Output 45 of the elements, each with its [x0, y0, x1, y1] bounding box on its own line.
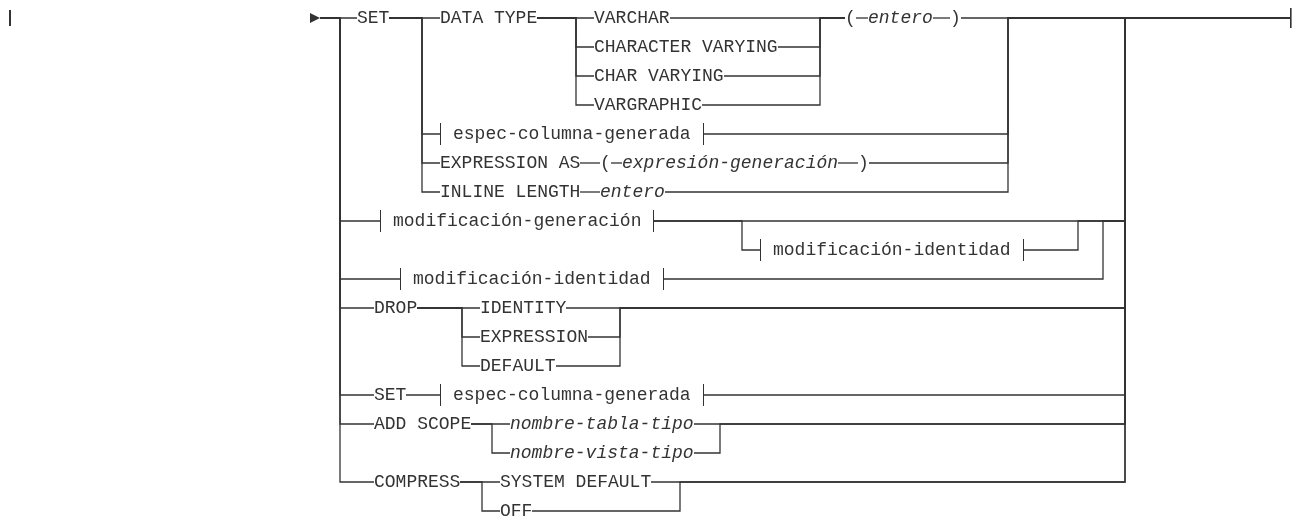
- syntax-fragment-reference: espec-columna-generada: [440, 384, 704, 406]
- syntax-track: [459, 481, 501, 512]
- syntax-keyword: IDENTITY: [480, 297, 567, 319]
- syntax-keyword: VARCHAR: [594, 7, 670, 29]
- syntax-track: [610, 162, 623, 164]
- syntax-keyword: SET: [357, 7, 390, 29]
- syntax-fragment-reference: modificación-identidad: [760, 239, 1024, 261]
- syntax-track: [932, 17, 951, 19]
- syntax-keyword: ADD SCOPE: [374, 413, 472, 435]
- syntax-track: [470, 423, 511, 454]
- syntax-variable: nombre-tabla-tipo: [510, 413, 694, 435]
- syntax-keyword: EXPRESSION AS: [440, 152, 581, 174]
- syntax-track: [701, 17, 846, 106]
- syntax-track: [405, 394, 441, 396]
- syntax-keyword: CHAR VARYING: [594, 65, 724, 87]
- syntax-variable: nombre-vista-tipo: [510, 442, 694, 464]
- syntax-keyword: VARGRAPHIC: [594, 94, 703, 116]
- syntax-variable: entero: [600, 181, 665, 203]
- syntax-keyword: DROP: [374, 297, 418, 319]
- syntax-variable: expresión-generación: [622, 152, 839, 174]
- syntax-track: [855, 17, 869, 19]
- syntax-track: [536, 17, 595, 106]
- syntax-keyword: OFF: [500, 500, 533, 522]
- syntax-keyword: SYSTEM DEFAULT: [500, 471, 652, 493]
- syntax-keyword: SET: [374, 384, 407, 406]
- syntax-track: [837, 162, 859, 164]
- syntax-fragment-reference: espec-columna-generada: [440, 123, 704, 145]
- syntax-delimiter: (: [845, 7, 856, 29]
- syntax-track: [388, 17, 441, 193]
- syntax-delimiter: ): [950, 7, 961, 29]
- syntax-track: [579, 191, 601, 193]
- syntax-delimiter: ): [858, 152, 869, 174]
- syntax-keyword: EXPRESSION: [480, 326, 589, 348]
- syntax-keyword: DATA TYPE: [440, 7, 538, 29]
- syntax-fragment-reference: modificación-identidad: [400, 268, 664, 290]
- syntax-keyword: CHARACTER VARYING: [594, 36, 778, 58]
- syntax-fragment-reference: modificación-generación: [380, 210, 655, 232]
- syntax-track: [416, 307, 481, 367]
- syntax-variable: entero: [868, 7, 933, 29]
- syntax-keyword: INLINE LENGTH: [440, 181, 581, 203]
- syntax-delimiter: (: [600, 152, 611, 174]
- syntax-track: [579, 162, 601, 164]
- start-arrowhead: [310, 13, 320, 23]
- syntax-keyword: DEFAULT: [480, 355, 556, 377]
- syntax-keyword: COMPRESS: [374, 471, 461, 493]
